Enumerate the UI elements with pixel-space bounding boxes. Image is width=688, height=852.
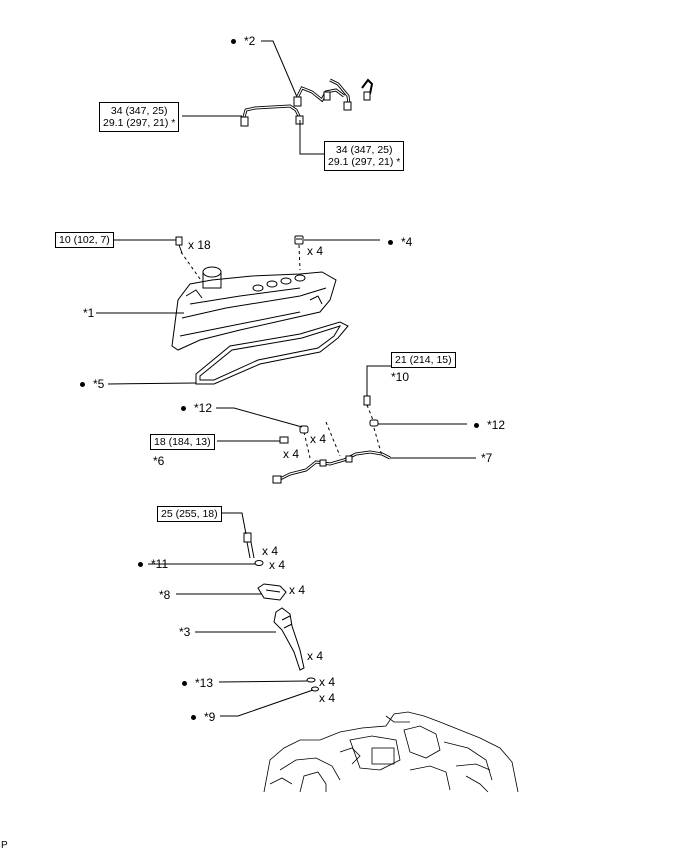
bullet-icon: [182, 681, 187, 687]
part-label-7: *7: [481, 451, 492, 465]
quantity-label: x 18: [188, 238, 211, 252]
bullet-icon: [231, 39, 236, 45]
quantity-label: x 4: [319, 675, 336, 689]
bullet-icon: [80, 382, 85, 388]
harness-bolt: [363, 395, 371, 406]
part-label-10: *10: [391, 370, 409, 384]
part-label-text: *6: [153, 454, 165, 468]
quantity-label: x 4: [307, 244, 324, 258]
part-label-text: *3: [179, 625, 191, 639]
bullet-icon: [388, 240, 393, 246]
torque-value: 34 (347, 25): [110, 105, 168, 117]
part-label-9: *9: [191, 710, 215, 724]
stud-bolt: [279, 436, 289, 444]
part-label-3: *3: [179, 625, 190, 639]
collar-right: [369, 419, 379, 427]
quantity-label: x 4: [319, 691, 336, 705]
illustration-code: P: [1, 840, 8, 851]
engine-assembly: [263, 711, 519, 793]
part-label-text: *12: [487, 418, 506, 432]
torque-value: 29.1 (297, 21) *: [103, 117, 176, 129]
part-label-12-right: *12: [474, 418, 505, 432]
torque-value: 25 (255, 18): [161, 508, 218, 520]
part-label-text: *9: [204, 710, 216, 724]
torque-value: 18 (184, 13): [154, 436, 211, 448]
part-label-text: *2: [244, 34, 256, 48]
cylinder-head-cover: [171, 266, 337, 351]
bullet-icon: [181, 406, 186, 412]
part-label-text: *5: [93, 377, 105, 391]
torque-spec-box: 18 (184, 13): [150, 434, 215, 450]
head-cover-bolt: [175, 236, 183, 254]
part-label-text: *13: [195, 676, 214, 690]
torque-value: 29.1 (297, 21) *: [328, 156, 401, 168]
part-label-text: *7: [481, 451, 493, 465]
part-label-text: *8: [159, 588, 171, 602]
part-label-13: *13: [182, 676, 213, 690]
part-label-11: *11: [138, 557, 168, 571]
part-label-text: *11: [151, 557, 169, 571]
part-label-6: *6: [153, 454, 164, 468]
part-label-5: *5: [80, 377, 104, 391]
quantity-label: x 4: [289, 583, 306, 597]
part-label-8: *8: [159, 588, 170, 602]
torque-value: 10 (102, 7): [59, 234, 110, 246]
nozzle-holder-bolt: [243, 532, 255, 559]
part-label-4: *4: [388, 235, 412, 249]
spherical-washer: [254, 560, 264, 566]
quantity-label: x 4: [262, 544, 279, 558]
bullet-icon: [138, 562, 143, 568]
head-cover-gasket: [195, 321, 349, 385]
part-label-2: *2: [231, 34, 255, 48]
o-ring: [306, 677, 316, 683]
bullet-icon: [191, 715, 196, 721]
quantity-label: x 4: [283, 447, 300, 461]
torque-spec-box: 34 (347, 25) 29.1 (297, 21) *: [324, 141, 405, 171]
nozzle-holder-clamp: [257, 583, 287, 601]
part-label-text: *4: [401, 235, 413, 249]
part-label-text: *1: [83, 306, 95, 320]
torque-value: 21 (214, 15): [395, 354, 452, 366]
fuel-injection-pipe: [240, 78, 374, 127]
part-label-12-left: *12: [181, 401, 212, 415]
quantity-label: x 4: [307, 649, 324, 663]
injector-wire-harness: [272, 450, 391, 484]
injection-nozzle-seat: [311, 686, 319, 692]
torque-spec-box: 10 (102, 7): [55, 232, 114, 248]
part-label-text: *10: [391, 370, 410, 384]
grommet: [294, 235, 304, 245]
torque-spec-box: 21 (214, 15): [391, 352, 456, 368]
part-label-1: *1: [83, 306, 94, 320]
bullet-icon: [474, 423, 479, 429]
torque-value: 34 (347, 25): [335, 144, 393, 156]
part-label-text: *12: [194, 401, 213, 415]
quantity-label: x 4: [310, 432, 327, 446]
torque-spec-box: 25 (255, 18): [157, 506, 222, 522]
fuel-injector: [273, 607, 305, 671]
torque-spec-box: 34 (347, 25) 29.1 (297, 21) *: [99, 102, 180, 132]
quantity-label: x 4: [269, 558, 286, 572]
collar-left: [299, 425, 309, 434]
leader-lines: [96, 40, 476, 717]
